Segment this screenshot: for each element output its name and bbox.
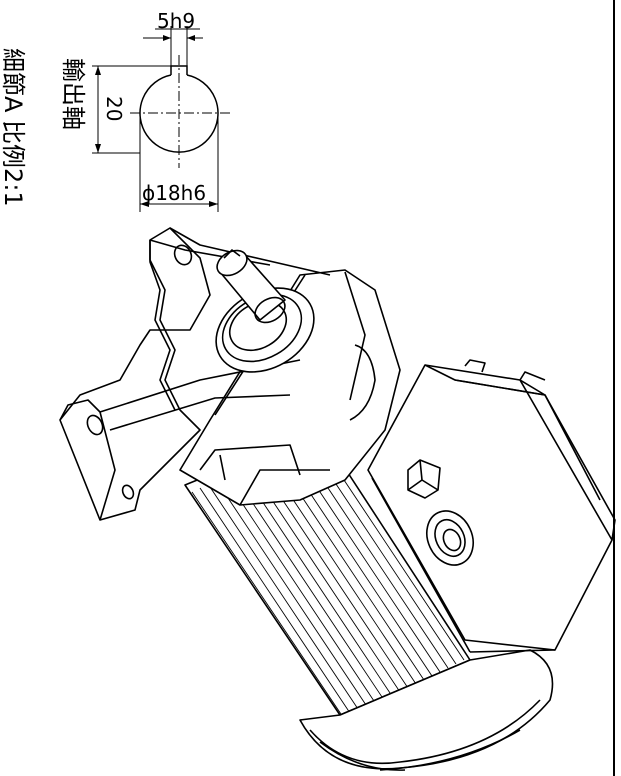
terminal-box	[367, 359, 616, 653]
dim-diameter: ϕ18h6	[142, 181, 206, 205]
output-shaft	[215, 249, 315, 373]
dim-key-width: 5h9	[157, 9, 195, 33]
keyway	[170, 65, 188, 75]
drawing-frame-border	[613, 0, 615, 776]
mounting-flange	[59, 227, 331, 521]
dim-height: 20	[102, 96, 126, 121]
